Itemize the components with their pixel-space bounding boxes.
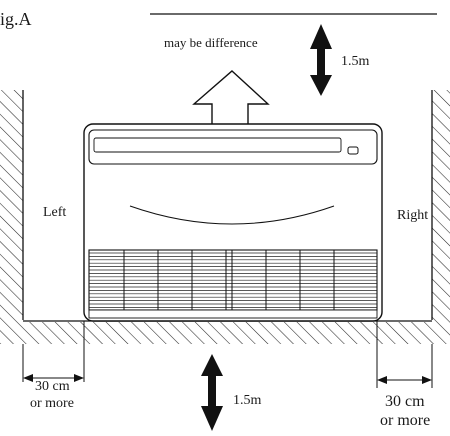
right-side-label: Right [397,208,429,223]
bottom-clearance-label: 1.5m [233,393,262,408]
left-wall [0,90,23,344]
indoor-unit [83,123,383,322]
left-clearance-dimension [22,321,85,382]
grille-louvers [89,250,377,310]
right-clearance-note: or more [380,412,431,429]
floor [23,322,432,344]
top-clearance-arrow [310,24,332,96]
right-wall [432,90,450,344]
display-indicator-icon [347,146,359,155]
ceiling-note: may be difference [164,35,258,50]
bottom-clearance-arrow [201,354,223,431]
left-clearance-note: or more [30,396,74,411]
figure-label: ig.A [0,9,32,29]
right-clearance-dimension [376,321,433,388]
left-side-label: Left [43,205,67,220]
top-clearance-label: 1.5m [341,54,370,69]
right-clearance-value: 30 cm [385,393,425,410]
left-clearance-value: 30 cm [35,379,70,394]
